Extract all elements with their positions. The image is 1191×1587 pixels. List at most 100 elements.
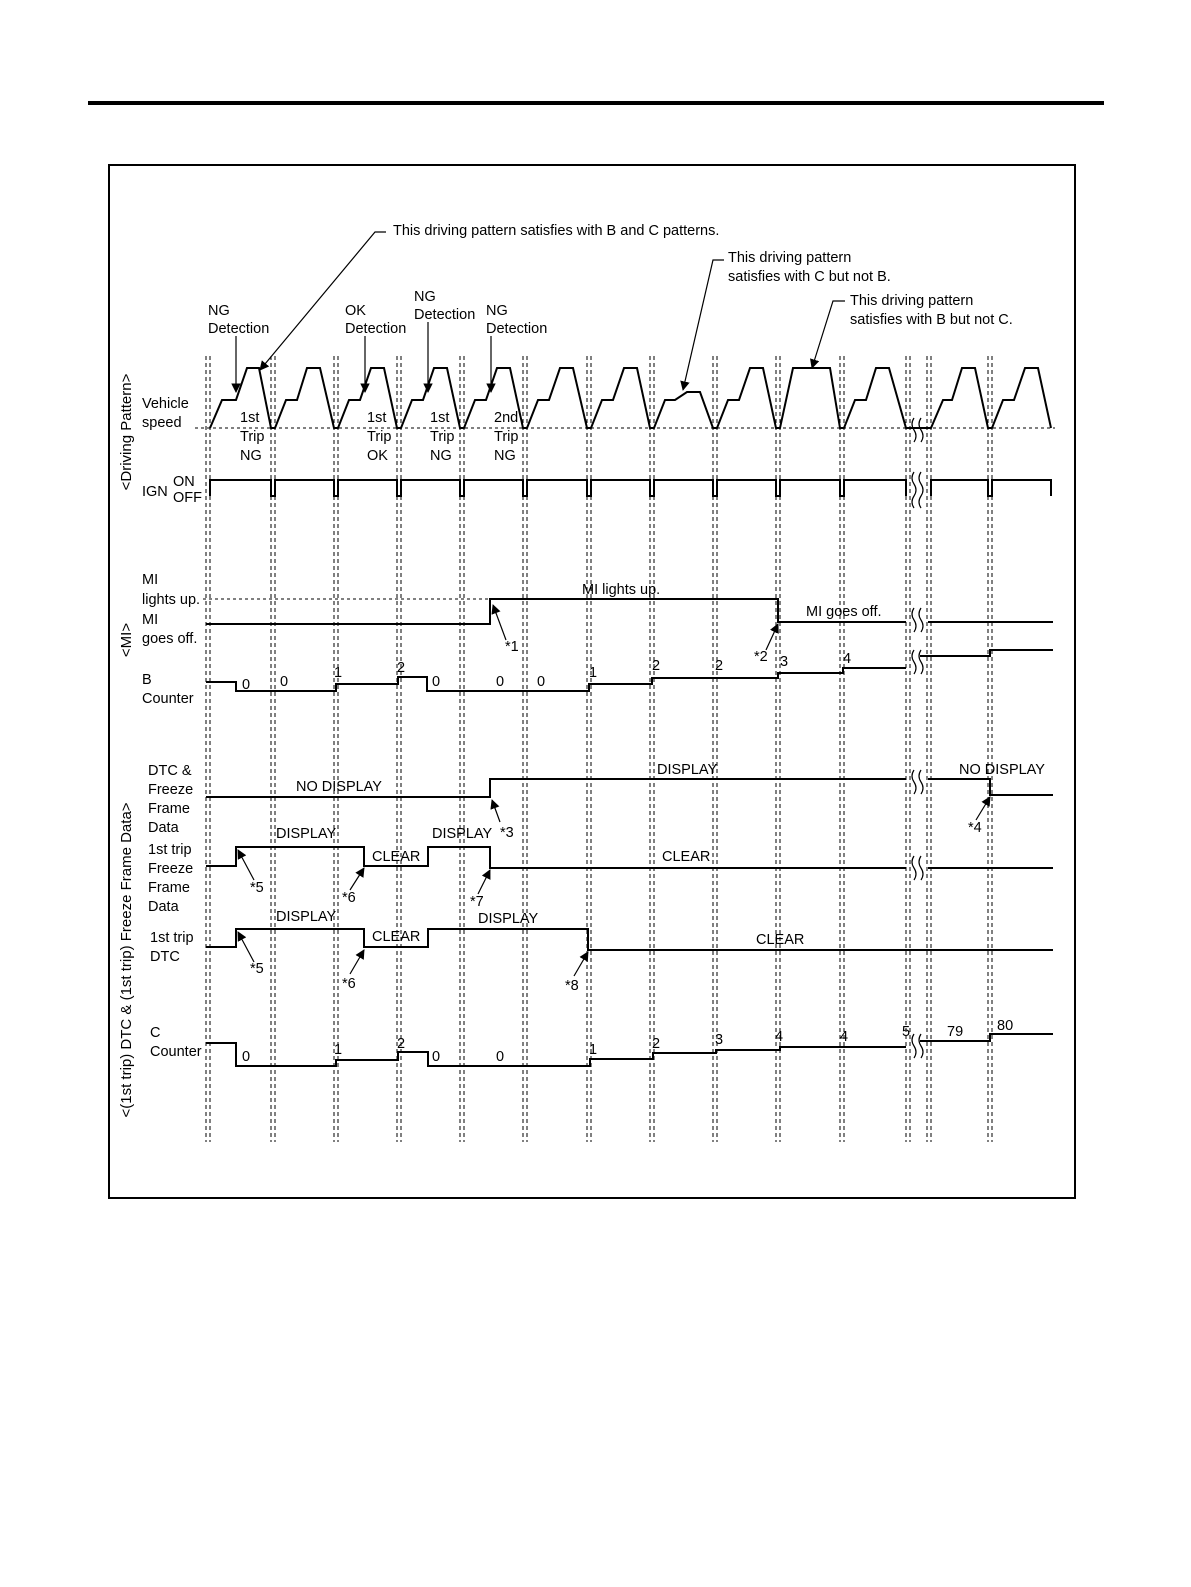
annotation-b-not-c-line1: This driving pattern xyxy=(850,293,973,309)
label-c-1: C xyxy=(150,1025,160,1041)
ffd-clear-text-1: CLEAR xyxy=(372,849,420,865)
c-value: 5 xyxy=(902,1024,910,1040)
diagram-frame xyxy=(108,164,1076,1199)
label-dtc1st-2: DTC xyxy=(150,949,180,965)
label-ffd-3: Frame xyxy=(148,880,190,896)
b-value: 0 xyxy=(432,674,440,690)
ffd-break-mark xyxy=(911,855,924,881)
dtc-no-display-text-2: NO DISPLAY xyxy=(959,762,1045,778)
dtc1st-clear-text-1: CLEAR xyxy=(372,929,420,945)
dtc-ffd-trace xyxy=(206,778,906,798)
speed-break-mark xyxy=(911,417,924,443)
b-counter-after-break xyxy=(920,649,1053,657)
note-7: *7 xyxy=(470,894,484,910)
label-vehicle-line1: Vehicle xyxy=(142,396,189,412)
detection-ng-1: NG Detection xyxy=(208,303,269,393)
label-mi-off-2: goes off. xyxy=(142,631,197,647)
trip-label-3-l2: Trip xyxy=(430,429,454,445)
b-value: 0 xyxy=(496,674,504,690)
header-rule xyxy=(88,101,1104,105)
b-value: 2 xyxy=(397,660,405,676)
trip-label-1-l3: NG xyxy=(240,448,262,464)
label-ign-off: OFF xyxy=(173,490,202,506)
label-dtc-2: Freeze xyxy=(148,782,193,798)
dtc-no-display-text: NO DISPLAY xyxy=(296,779,382,795)
ign-trace-after-break xyxy=(930,479,1052,497)
trip-label-1-l2: Trip xyxy=(240,429,264,445)
dtc1st-display-text-2: DISPLAY xyxy=(478,911,539,927)
mi-lights-up-text: MI lights up. xyxy=(582,582,660,598)
label-dtc-3: Frame xyxy=(148,801,190,817)
b-value: 0 xyxy=(280,674,288,690)
c-value: 3 xyxy=(715,1032,723,1048)
dtc-break-mark xyxy=(911,769,924,795)
note-4: *4 xyxy=(968,820,982,836)
trip-label-2-l1: 1st xyxy=(367,410,386,426)
ffd-1st-trace xyxy=(206,846,906,869)
trip-label-3: 1st Trip NG xyxy=(430,410,454,464)
c-value: 4 xyxy=(840,1029,848,1045)
trip-label-4-l3: NG xyxy=(494,448,516,464)
annotation-c-not-b-line2: satisfies with C but not B. xyxy=(728,269,891,285)
section-driving-pattern: <Driving Pattern> xyxy=(118,373,135,490)
trip-label-4: 2nd Trip NG xyxy=(494,410,518,464)
trip-label-1: 1st Trip NG xyxy=(240,410,264,464)
label-dtc-4: Data xyxy=(148,820,180,836)
c-counter-after-break xyxy=(920,1033,1053,1042)
b-value: 2 xyxy=(652,658,660,674)
label-dtc1st-1: 1st trip xyxy=(150,930,194,946)
dtc1st-clear-text-2: CLEAR xyxy=(756,932,804,948)
b-counter-values: 0 0 1 2 0 0 0 1 2 2 3 4 xyxy=(242,651,851,693)
dtc1st-display-text-1: DISPLAY xyxy=(276,909,337,925)
annotation-b-not-c: This driving pattern satisfies with B bu… xyxy=(810,293,1013,369)
detection-ok-line2: Detection xyxy=(345,321,406,337)
note-5: *5 xyxy=(250,880,264,896)
note-arrows xyxy=(237,604,991,977)
label-ffd-1: 1st trip xyxy=(148,842,192,858)
detection-ng-2-line2: Detection xyxy=(414,307,475,323)
c-value: 0 xyxy=(242,1049,250,1065)
dtc-display-text: DISPLAY xyxy=(657,762,718,778)
detection-ng-2-line1: NG xyxy=(414,289,436,305)
trip-label-2-l2: Trip xyxy=(367,429,391,445)
b-value: 1 xyxy=(589,665,597,681)
mi-break-mark xyxy=(911,607,924,633)
note-6b: *6 xyxy=(342,976,356,992)
c-counter-values: 0 1 2 0 0 1 2 3 4 4 5 79 80 xyxy=(242,1018,1013,1065)
detection-ok: OK Detection xyxy=(345,303,406,393)
annotation-b-and-c: This driving pattern satisfies with B an… xyxy=(259,223,719,371)
vehicle-speed-trace xyxy=(209,367,1052,429)
c-value: 1 xyxy=(589,1042,597,1058)
b-value: 3 xyxy=(780,654,788,670)
c-value: 79 xyxy=(947,1024,963,1040)
annotation-c-not-b-line1: This driving pattern xyxy=(728,250,851,266)
c-value: 0 xyxy=(432,1049,440,1065)
annotation-b-not-c-line2: satisfies with B but not C. xyxy=(850,312,1013,328)
ffd-display-text-1: DISPLAY xyxy=(276,826,337,842)
detection-ng-3-line1: NG xyxy=(486,303,508,319)
dtc-ffd-after-break xyxy=(928,778,1053,796)
trip-label-3-l3: NG xyxy=(430,448,452,464)
label-vehicle-line2: speed xyxy=(142,415,182,431)
b-value: 0 xyxy=(242,677,250,693)
annotation-b-and-c-text: This driving pattern satisfies with B an… xyxy=(393,223,719,239)
c-value: 1 xyxy=(334,1042,342,1058)
b-value: 4 xyxy=(843,651,851,667)
trip-guides xyxy=(205,356,993,1142)
label-dtc-1: DTC & xyxy=(148,763,192,779)
label-ign: IGN xyxy=(142,484,168,500)
trip-label-2: 1st Trip OK xyxy=(367,410,391,464)
label-c-2: Counter xyxy=(150,1044,202,1060)
b-value: 0 xyxy=(537,674,545,690)
c-value: 2 xyxy=(397,1036,405,1052)
label-b-1: B xyxy=(142,672,152,688)
detection-ng-3: NG Detection xyxy=(486,303,547,393)
label-ffd-4: Data xyxy=(148,899,180,915)
section-dtc-ffd: <(1st trip) DTC & (1st trip) Freeze Fram… xyxy=(118,802,135,1117)
label-ffd-2: Freeze xyxy=(148,861,193,877)
label-mi-up-1: MI xyxy=(142,572,158,588)
c-value: 0 xyxy=(496,1049,504,1065)
c-value: 4 xyxy=(775,1029,783,1045)
note-8: *8 xyxy=(565,978,579,994)
